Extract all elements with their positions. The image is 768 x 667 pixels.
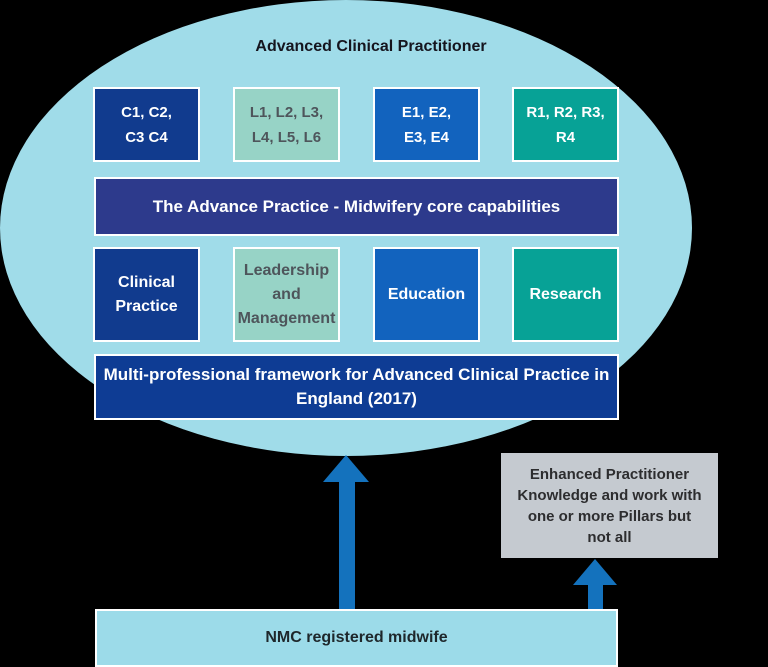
pillar-codes-clinical: C1, C2, C3 C4 [93,87,200,162]
up-arrow-small-icon [573,559,617,585]
pillar-codes-research: R1, R2, R3, R4 [512,87,619,162]
pillar-clinical-practice: Clinical Practice [93,247,200,342]
enhanced-practitioner-box: Enhanced Practitioner Knowledge and work… [501,453,718,558]
up-arrow-shaft [339,480,355,609]
multiprofessional-framework-bar: Multi-professional framework for Advance… [94,354,619,420]
pillar-codes-education: E1, E2, E3, E4 [373,87,480,162]
diagram-title: Advanced Clinical Practitioner [255,38,487,55]
pillar-leadership-management: Leadership and Management [233,247,340,342]
pillar-education: Education [373,247,480,342]
nmc-registered-midwife-bar: NMC registered midwife [95,609,618,667]
pillar-research: Research [512,247,619,342]
up-arrow-icon [323,455,369,482]
pillar-codes-leadership: L1, L2, L3, L4, L5, L6 [233,87,340,162]
core-capabilities-bar: The Advance Practice - Midwifery core ca… [94,177,619,236]
up-arrow-small-shaft [588,584,603,609]
